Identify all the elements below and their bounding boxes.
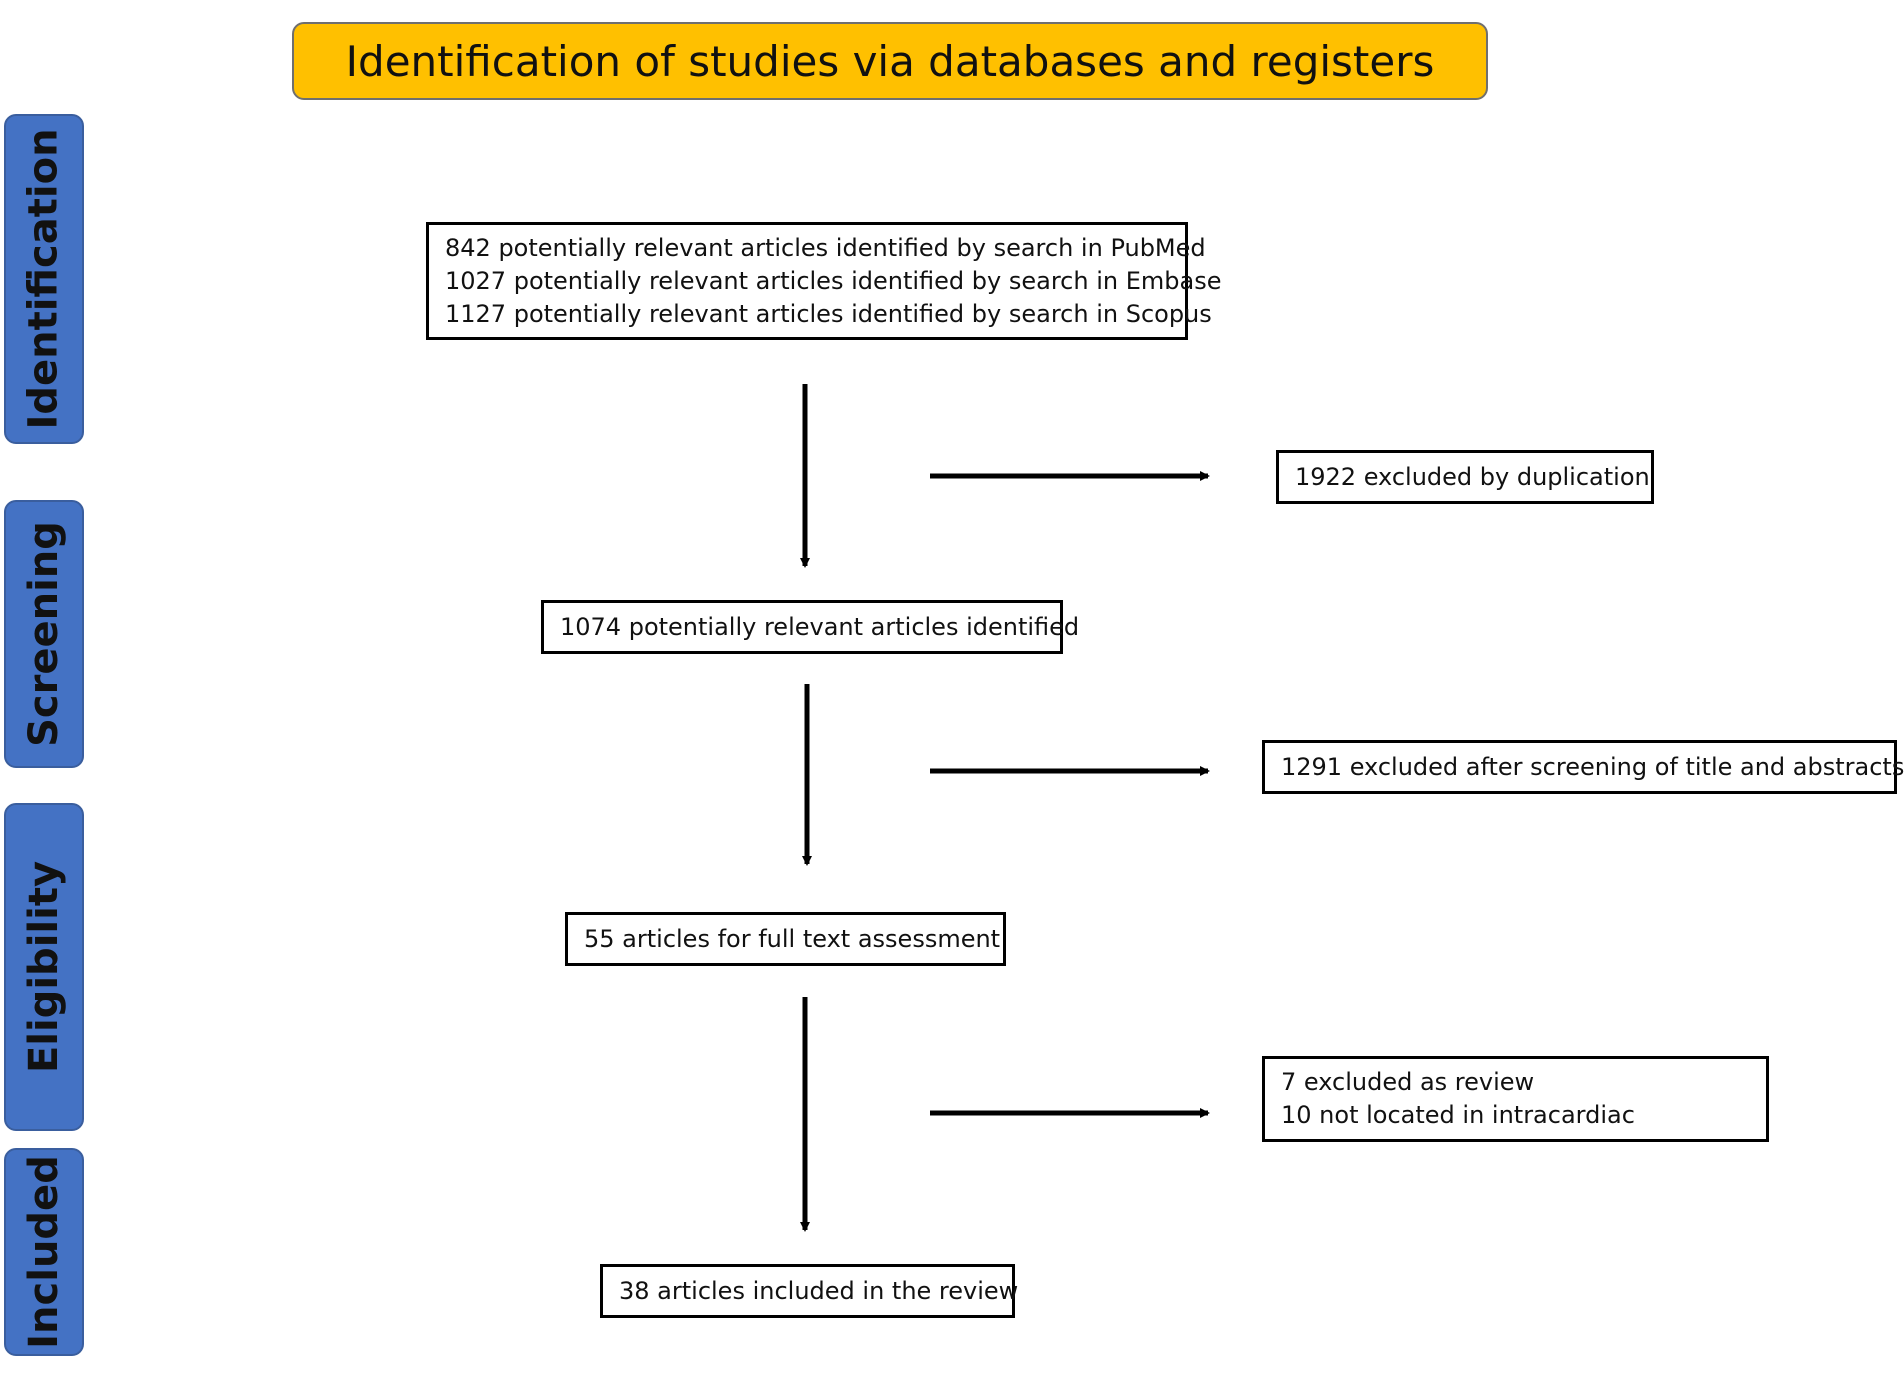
stage-identification: Identification — [4, 114, 84, 444]
full-text-box: 55 articles for full text assessment — [565, 912, 1006, 966]
after-dedup-line: 1074 potentially relevant articles ident… — [560, 612, 1080, 641]
search-results-line: 842 potentially relevant articles identi… — [445, 233, 1206, 262]
duplicates-excluded-line: 1922 excluded by duplication — [1295, 462, 1650, 491]
included-line: 38 articles included in the review — [619, 1276, 1019, 1305]
eligibility-excluded-line: 7 excluded as review — [1281, 1068, 1535, 1096]
included-box: 38 articles included in the review — [600, 1264, 1019, 1318]
stage-eligibility: Eligibility — [4, 803, 84, 1131]
screening-excluded-box: 1291 excluded after screening of title a… — [1262, 740, 1904, 794]
after-dedup-box: 1074 potentially relevant articles ident… — [541, 600, 1080, 654]
screening-excluded-line: 1291 excluded after screening of title a… — [1281, 752, 1904, 781]
header-title: Identification of studies via databases … — [345, 36, 1435, 86]
stage-included: Included — [4, 1148, 84, 1356]
search-results-line: 1127 potentially relevant articles ident… — [445, 299, 1212, 328]
duplicates-excluded-box: 1922 excluded by duplication — [1276, 450, 1654, 504]
eligibility-excluded-box: 7 excluded as review 10 not located in i… — [1262, 1056, 1769, 1142]
search-results-box: 842 potentially relevant articles identi… — [426, 222, 1222, 340]
diagram-header: Identification of studies via databases … — [292, 22, 1488, 100]
full-text-line: 55 articles for full text assessment — [584, 924, 1001, 953]
eligibility-excluded-line: 10 not located in intracardiac — [1281, 1101, 1635, 1129]
stage-screening: Screening — [4, 500, 84, 768]
search-results-line: 1027 potentially relevant articles ident… — [445, 266, 1222, 295]
